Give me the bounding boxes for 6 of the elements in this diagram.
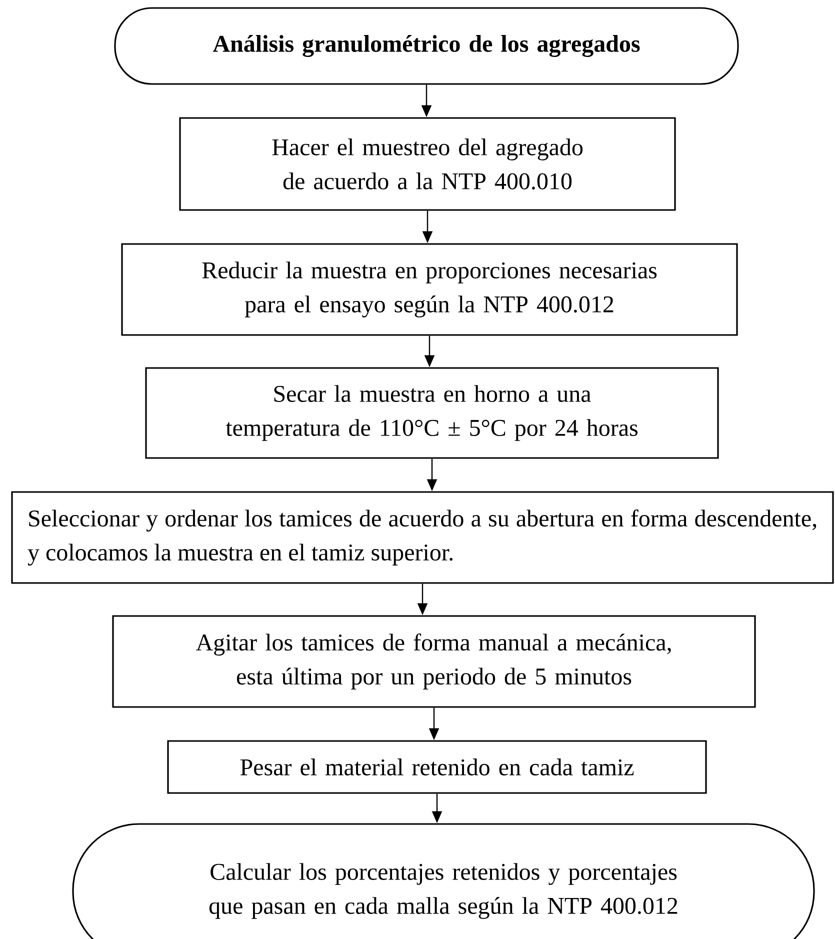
process-box: Secar la muestra en horno a una temperatura de 110°C ± 5°C por 24 horas <box>145 367 719 459</box>
process-box: Pesar el material retenido en cada tamiz <box>167 740 707 794</box>
process-box: Hacer el muestreo del agregado de acuerdo a la NTP 400.010 <box>179 117 676 211</box>
process-box: Seleccionar y ordenar los tamices de acuerdo a su abertura en forma descendente, y colocamos la muestra en el tamiz superior. <box>11 491 834 584</box>
process-box: Agitar los tamices de forma manual a mecánica, esta última por un periodo de 5 minutos <box>112 615 756 708</box>
process-box: Reducir la muestra en proporciones necesarias para el ensayo según la NTP 400.012 <box>121 243 738 336</box>
